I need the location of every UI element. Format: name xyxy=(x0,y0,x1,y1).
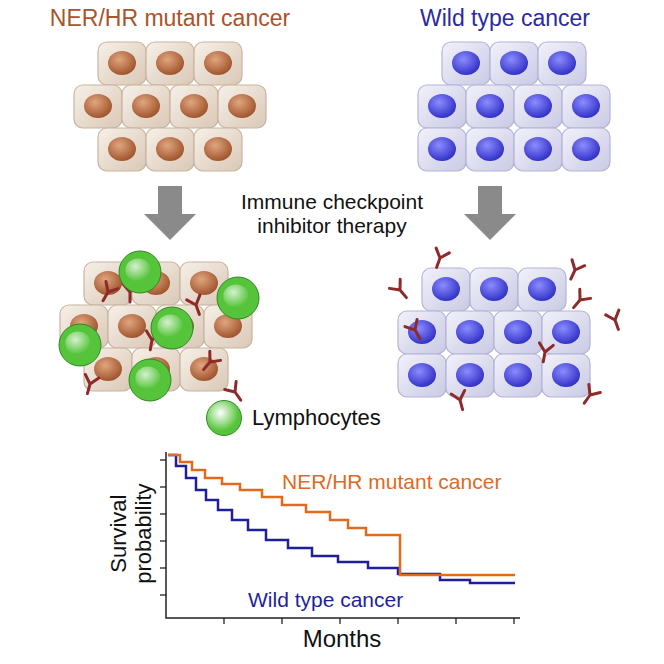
process-arrows xyxy=(144,186,516,240)
tumor-cell xyxy=(180,348,228,391)
lymphocyte xyxy=(151,307,193,349)
tumor-cell xyxy=(562,128,610,171)
tumor-cell xyxy=(398,311,446,354)
antibody xyxy=(451,390,469,411)
antibody xyxy=(568,289,590,312)
legend-swatch xyxy=(206,400,242,436)
tumor-cell xyxy=(442,42,490,85)
antibody xyxy=(389,279,411,302)
tumor-cell xyxy=(194,42,242,85)
antibody xyxy=(430,248,449,270)
therapy-label: Immune checkpoint inhibitor therapy xyxy=(222,190,442,237)
down-arrow xyxy=(144,186,196,240)
antibody xyxy=(405,320,426,343)
tumor-cell xyxy=(562,85,610,128)
tumor-cell xyxy=(418,85,466,128)
tumor-cell xyxy=(418,128,466,171)
axis-title: Months xyxy=(262,626,422,653)
legend-text: Lymphocytes xyxy=(252,405,381,431)
lymphocyte xyxy=(217,277,259,319)
antibody xyxy=(579,384,601,407)
lymphocyte xyxy=(119,251,161,293)
tumor-cell xyxy=(422,268,470,311)
legend-entry: Lymphocytes xyxy=(206,398,381,438)
tumor-cell xyxy=(98,128,146,171)
antibody xyxy=(198,351,220,374)
tumor-cell xyxy=(470,268,518,311)
tumor-cell xyxy=(218,85,266,128)
tumor-cell xyxy=(466,128,514,171)
axis-title: Survival probability xyxy=(107,444,156,624)
tumor-cell xyxy=(194,128,242,171)
antibody xyxy=(97,282,118,305)
antibody xyxy=(536,343,553,363)
tumor-cell xyxy=(74,85,122,128)
tumor-cell xyxy=(146,42,194,85)
down-arrow xyxy=(464,186,516,240)
tumor-cell xyxy=(446,311,494,354)
curve-label: Wild type cancer xyxy=(248,588,448,612)
tumor-cell xyxy=(514,128,562,171)
lymphocyte xyxy=(129,359,171,401)
group-heading: Wild type cancer xyxy=(370,6,640,32)
antibody xyxy=(606,310,625,332)
tumor-cell xyxy=(170,85,218,128)
tumor-cell xyxy=(514,85,562,128)
lymphocyte xyxy=(59,324,101,366)
tumor-cell xyxy=(398,354,446,397)
tumor-cell xyxy=(146,128,194,171)
antibody xyxy=(187,295,206,317)
group-heading: NER/HR mutant cancer xyxy=(20,6,320,32)
curve-label: NER/HR mutant cancer xyxy=(282,470,522,494)
tumor-cell xyxy=(494,311,542,354)
tumor-cell xyxy=(466,85,514,128)
antibody xyxy=(81,374,99,395)
tumor-cell xyxy=(538,42,586,85)
tumor-cell xyxy=(542,354,590,397)
tumor-cell xyxy=(446,354,494,397)
tumor-cell xyxy=(122,85,170,128)
tumor-cell xyxy=(98,42,146,85)
tumor-cell xyxy=(108,305,156,348)
tumor-cell xyxy=(494,354,542,397)
tumor-cell xyxy=(490,42,538,85)
antibody xyxy=(564,260,584,282)
tumor-cell xyxy=(518,268,566,311)
